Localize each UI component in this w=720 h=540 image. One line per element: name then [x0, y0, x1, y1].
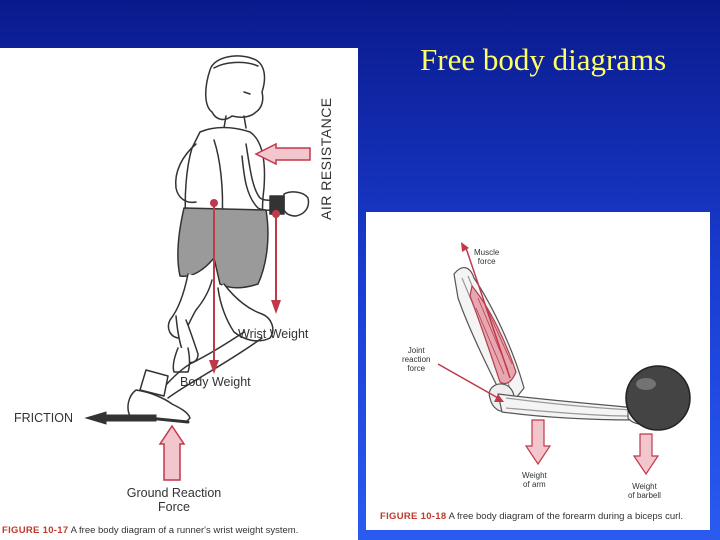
- runner-figure: AIR RESISTANCE Wrist Weight Body Weight …: [0, 48, 358, 540]
- weight-of-arm-label-line2: of arm: [523, 480, 546, 489]
- barbell-icon: [625, 365, 691, 431]
- wrist-weight-label: Wrist Weight: [238, 327, 309, 341]
- joint-reaction-label-line2: reaction: [402, 355, 431, 364]
- body-weight-label: Body Weight: [180, 375, 251, 389]
- air-resistance-label: AIR RESISTANCE: [318, 97, 334, 220]
- wrist-weight-arrowhead-icon: [271, 300, 281, 314]
- body-center-of-mass-icon: [210, 199, 218, 207]
- weight-of-barbell-label: Weight of barbell: [628, 482, 661, 500]
- muscle-force-label: Muscle force: [474, 248, 499, 266]
- runner-illustration: [84, 55, 311, 481]
- friction-label: FRICTION: [14, 411, 74, 425]
- friction-arrow: [84, 411, 157, 425]
- weight-of-arm-label: Weight of arm: [522, 471, 547, 489]
- ground-reaction-label-line2: Force: [158, 500, 190, 514]
- forearm-illustration: [437, 242, 691, 476]
- joint-reaction-label-line3: force: [407, 364, 426, 373]
- weight-of-barbell-label-line2: of barbell: [628, 491, 661, 500]
- ground-reaction-label: Ground Reaction Force: [118, 486, 230, 514]
- figure-left-caption-text: A free body diagram of a runner's wrist …: [70, 525, 299, 536]
- joint-reaction-arrowhead-icon: [494, 394, 504, 402]
- figure-right-caption: FIGURE 10-18 A free body diagram of the …: [380, 511, 683, 522]
- body-weight-arrowhead-icon: [209, 360, 219, 374]
- wrist-weight-origin-icon: [272, 210, 280, 218]
- ground-reaction-label-line1: Ground Reaction: [126, 486, 222, 500]
- figure-right-caption-text: A free body diagram of the forearm durin…: [448, 511, 684, 522]
- figure-left-caption-number: FIGURE 10-17: [2, 525, 69, 536]
- muscle-force-label-line1: Muscle: [474, 248, 500, 257]
- forearm-figure: Muscle force Joint reaction force Weight…: [366, 212, 710, 530]
- joint-reaction-label-line1: Joint: [407, 346, 425, 355]
- muscle-force-arrowhead-icon: [461, 242, 469, 252]
- weight-of-arm-label-line1: Weight: [522, 471, 547, 480]
- weight-of-barbell-arrow: [632, 433, 660, 476]
- slide-title: Free body diagrams: [420, 42, 667, 77]
- ground-reaction-arrow: [158, 424, 186, 481]
- muscle-force-line: [465, 247, 511, 379]
- figure-left-caption: FIGURE 10-17 A free body diagram of a ru…: [2, 525, 298, 536]
- muscle-force-label-line2: force: [477, 257, 496, 266]
- joint-reaction-line: [437, 363, 499, 399]
- weight-of-arm-arrow: [524, 419, 552, 466]
- figure-right-caption-number: FIGURE 10-18: [380, 511, 447, 522]
- air-resistance-arrow: [254, 142, 311, 166]
- joint-reaction-force-label: Joint reaction force: [402, 346, 430, 373]
- weight-of-barbell-label-line1: Weight: [632, 482, 657, 491]
